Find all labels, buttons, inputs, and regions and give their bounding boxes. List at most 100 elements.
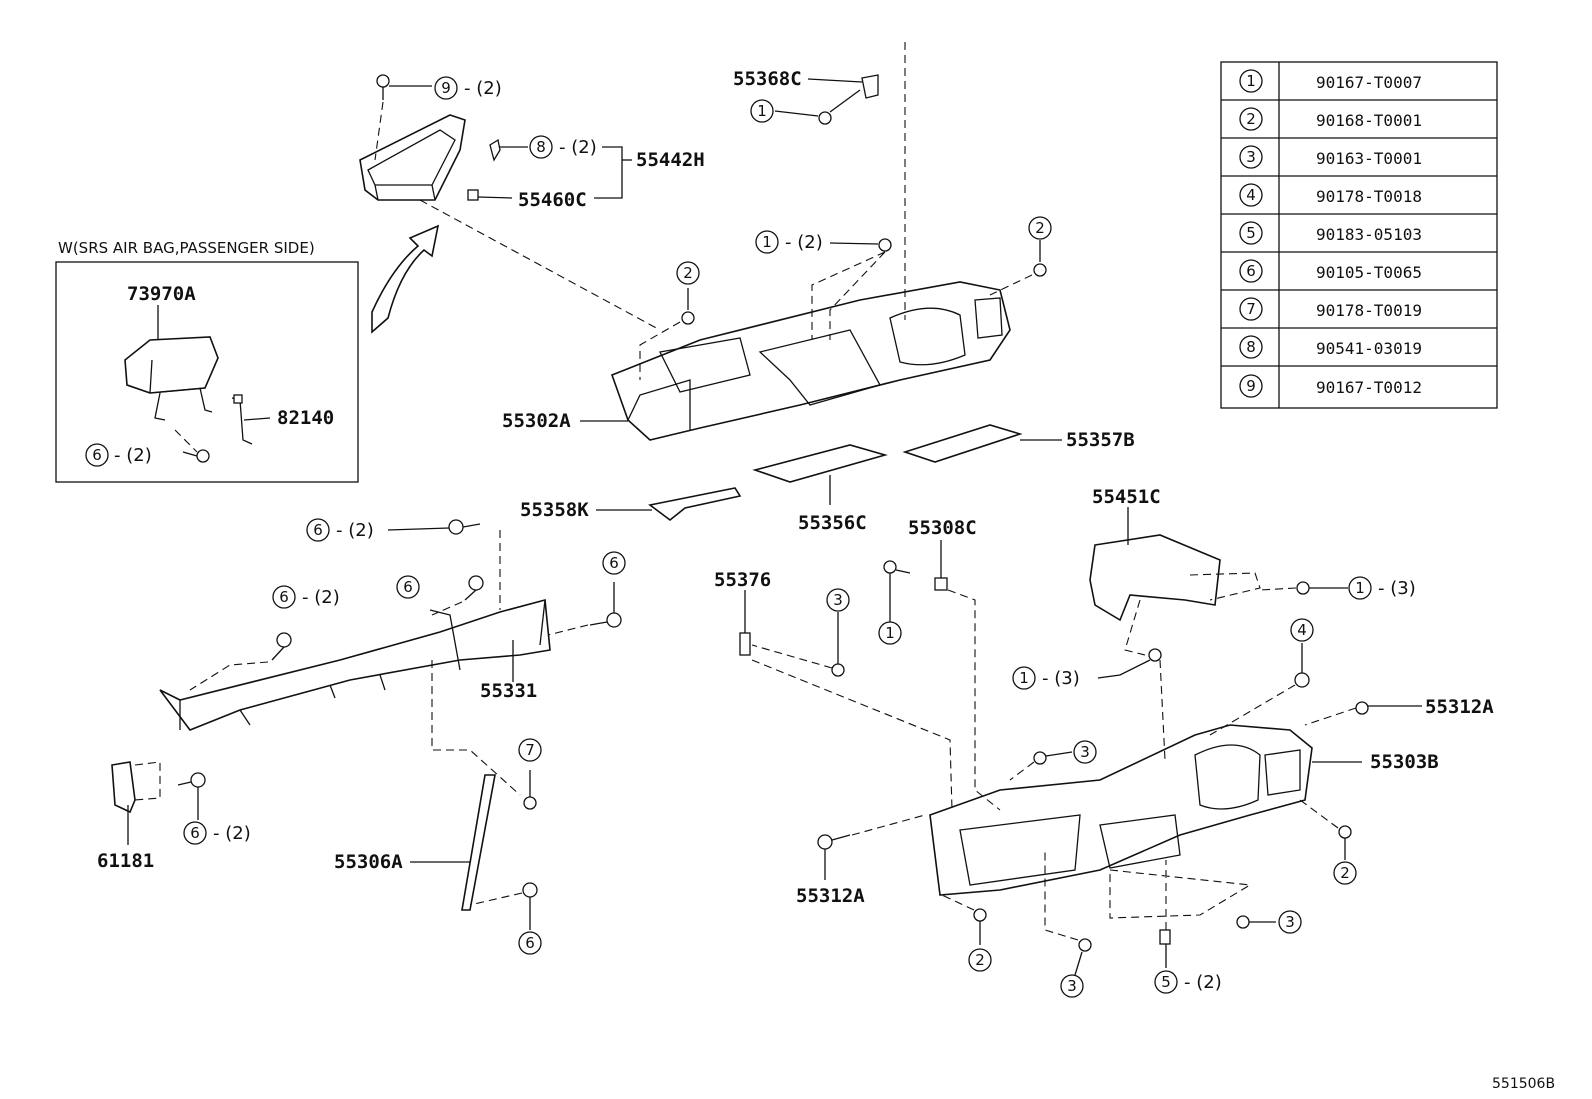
svg-text:90167-T0012: 90167-T0012 (1316, 378, 1422, 397)
callout: 6 (396, 575, 420, 599)
strip-55357B (902, 424, 1023, 463)
callout: 6 (602, 551, 626, 575)
svg-text:5: 5 (1161, 973, 1171, 991)
svg-text:3: 3 (1080, 743, 1090, 761)
table-row: 6 90105-T0065 (1239, 259, 1422, 283)
svg-text:2: 2 (1340, 864, 1350, 882)
label-55312A-right: 55312A (1425, 696, 1494, 718)
callout: 1- (3) (1348, 576, 1416, 600)
label-55376: 55376 (714, 569, 771, 591)
svg-text:7: 7 (1246, 300, 1256, 318)
clip-55376 (739, 632, 751, 656)
svg-text:1: 1 (1246, 72, 1256, 90)
callout-qty: - (2) (114, 445, 152, 466)
svg-text:4: 4 (1246, 186, 1256, 204)
svg-text:5: 5 (1246, 224, 1256, 242)
callout: 3 (1073, 740, 1097, 764)
support-beam (159, 598, 551, 731)
callout: 6 - (2) (272, 585, 340, 609)
svg-text:- (2): - (2) (464, 78, 502, 99)
svg-text:- (2): - (2) (1184, 972, 1222, 993)
svg-text:6: 6 (279, 588, 289, 606)
svg-text:2: 2 (683, 264, 693, 282)
svg-text:6: 6 (403, 578, 413, 596)
label-55357B: 55357B (1066, 429, 1135, 451)
table-row: 3 90163-T0001 (1239, 145, 1422, 169)
svg-text:90163-T0001: 90163-T0001 (1316, 149, 1422, 168)
svg-text:4: 4 (1297, 621, 1307, 639)
svg-text:2: 2 (1035, 219, 1045, 237)
table-row: 9 90167-T0012 (1239, 374, 1422, 398)
label-55442H: 55442H (636, 149, 705, 171)
label-55308C: 55308C (908, 517, 977, 539)
callout: 6- (2) (306, 518, 374, 542)
callout: 2 (1333, 861, 1357, 885)
svg-text:- (3): - (3) (1378, 578, 1416, 599)
reference-code: 551506B (1492, 1076, 1555, 1092)
svg-text:1: 1 (1019, 669, 1029, 687)
svg-text:3: 3 (1246, 148, 1256, 166)
inset-airbag: W(SRS AIR BAG,PASSENGER SIDE) 73970A 821… (55, 239, 359, 483)
svg-text:6: 6 (1246, 262, 1256, 280)
brace-55306A (461, 774, 496, 911)
label-55368C: 55368C (733, 68, 802, 90)
svg-text:3: 3 (1067, 977, 1077, 995)
callout: 2 (1028, 216, 1052, 240)
svg-text:- (2): - (2) (336, 520, 374, 541)
table-row: 7 90178-T0019 (1239, 297, 1422, 321)
svg-text:90178-T0018: 90178-T0018 (1316, 187, 1422, 206)
callout-num: 6 (92, 446, 102, 464)
callout: 2 (968, 948, 992, 972)
svg-text:8: 8 (536, 138, 546, 156)
svg-text:- (2): - (2) (302, 587, 340, 608)
lower-panel (929, 724, 1362, 896)
svg-text:8: 8 (1246, 338, 1256, 356)
label-82140: 82140 (277, 407, 334, 429)
connector-82140 (231, 397, 253, 445)
table-frame (1220, 61, 1498, 409)
label-55356C: 55356C (798, 512, 867, 534)
svg-text:- (2): - (2) (785, 232, 823, 253)
svg-text:90168-T0001: 90168-T0001 (1316, 111, 1422, 130)
svg-text:6: 6 (525, 934, 535, 952)
label-61181: 61181 (97, 850, 154, 872)
callout: 3 (1278, 910, 1302, 934)
bracket-61181 (111, 761, 136, 814)
callout: 1 (750, 99, 774, 123)
svg-text:1: 1 (762, 233, 772, 251)
callout: 1 (878, 621, 902, 645)
panel-55451C (1089, 534, 1221, 622)
curved-arrow-icon (371, 224, 440, 334)
lower-dash (929, 724, 1313, 896)
svg-text:9: 9 (1246, 377, 1256, 395)
dash-panel (610, 281, 1011, 441)
svg-text:90105-T0065: 90105-T0065 (1316, 263, 1422, 282)
instrument-panel (580, 281, 1011, 441)
label-55302A: 55302A (502, 410, 571, 432)
callout: 9 - (2) (434, 76, 502, 100)
svg-text:90178-T0019: 90178-T0019 (1316, 301, 1422, 320)
callout: 6 (518, 931, 542, 955)
svg-text:3: 3 (833, 591, 843, 609)
svg-text:- (2): - (2) (213, 823, 251, 844)
callout: 1 - (2) (755, 230, 823, 254)
callout: 8- (2) (529, 135, 597, 159)
svg-text:2: 2 (1246, 110, 1256, 128)
label-55312A-bottom: 55312A (796, 885, 865, 907)
callout: 6- (2) (183, 821, 251, 845)
callout: 7 (518, 738, 542, 762)
svg-text:9: 9 (441, 79, 451, 97)
label-55306A: 55306A (334, 851, 403, 873)
label-55451C: 55451C (1092, 486, 1161, 508)
svg-text:2: 2 (975, 951, 985, 969)
clip-55308C (934, 577, 948, 591)
glove-box (359, 114, 466, 201)
callout: 5 - (2) (1154, 970, 1222, 994)
label-55460C: 55460C (518, 189, 587, 211)
callout: 1- (3) (1012, 666, 1080, 690)
